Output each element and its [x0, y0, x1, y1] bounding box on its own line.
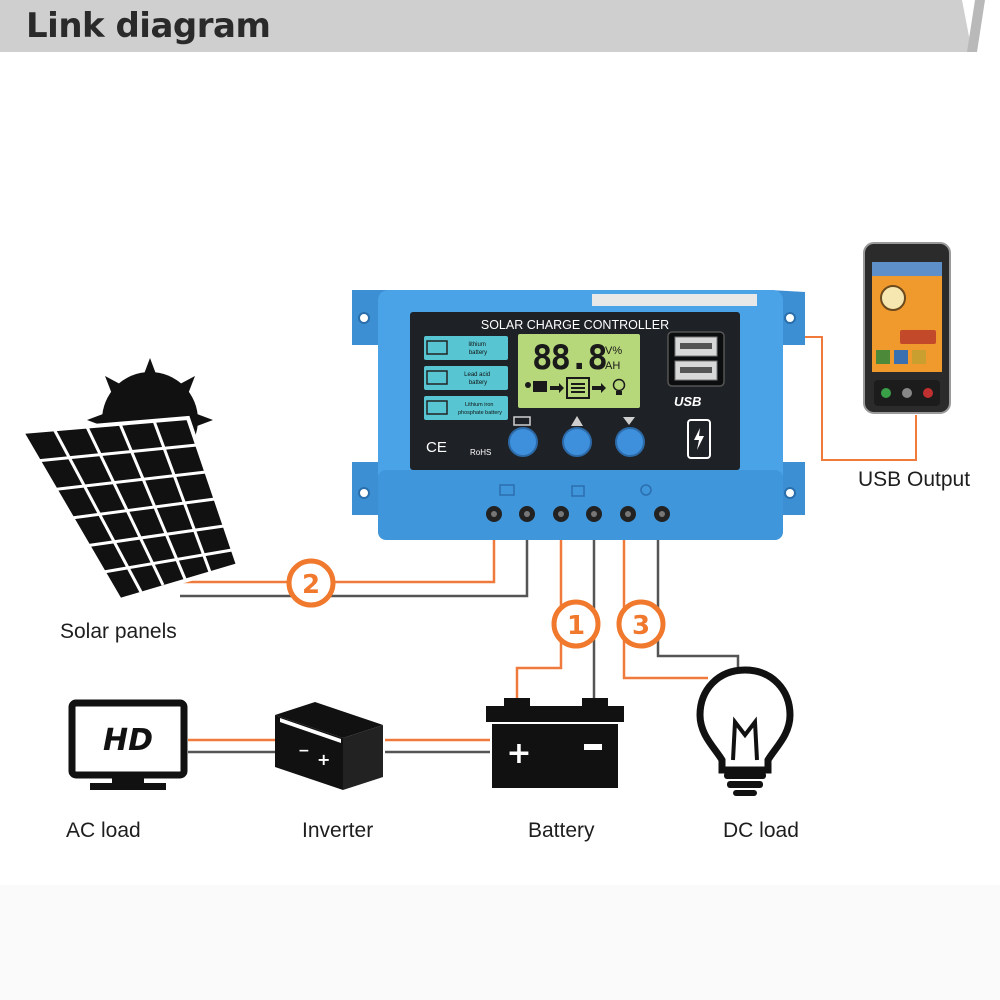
- terminal-screws: [486, 506, 670, 522]
- solar-panel-icon: [18, 358, 241, 603]
- svg-text:lithium battery: lithium battery: [468, 342, 487, 356]
- battery-type-2-line2: battery: [469, 380, 487, 386]
- lcd-solar-icon: [525, 381, 547, 392]
- lcd-bulb-icon: [612, 378, 626, 395]
- usb-ports: [667, 331, 725, 387]
- down-button[interactable]: [615, 427, 645, 457]
- label-dc-load: DC load: [723, 819, 799, 842]
- light-bulb-icon: [696, 666, 794, 796]
- menu-icon: [513, 416, 531, 426]
- battery-type-2-line1: Lead acid: [464, 372, 490, 378]
- up-arrow-icon: [571, 416, 583, 426]
- controller-name: SOLAR CHARGE CONTROLLER: [481, 318, 669, 332]
- badge-1: 1: [551, 599, 601, 649]
- battery-type-labels: lithium battery Lead acid battery Lithiu…: [424, 336, 508, 420]
- header-background: [0, 0, 1000, 52]
- badge-2-number: 2: [302, 570, 320, 600]
- badge-1-number: 1: [567, 611, 585, 641]
- svg-text:−: −: [298, 743, 310, 759]
- controller-buttons: [508, 416, 645, 457]
- battery-type-3-line1: Lithium iron: [465, 402, 493, 408]
- battery-type-1-line2: battery: [469, 350, 487, 356]
- mobile-phone-icon: [863, 242, 951, 414]
- wire-solar-positive: [180, 520, 496, 584]
- battery-type-3-line2: phosphate battery: [458, 410, 502, 416]
- battery-icon: +: [486, 698, 624, 788]
- lcd-display: 88.8 V% AH: [518, 334, 640, 408]
- menu-button[interactable]: [508, 427, 538, 457]
- lcd-unit-top: V%: [605, 345, 622, 357]
- battery-type-1-line1: lithium: [468, 342, 485, 348]
- svg-text:Lithium iron phosphate: Lithium iron phosphate battery: [458, 402, 502, 416]
- wire-load-positive: [622, 520, 708, 680]
- lcd-digits: 88.8: [532, 338, 606, 378]
- bottom-band: [0, 885, 1000, 1000]
- up-button[interactable]: [562, 427, 592, 457]
- page-title: Link diagram: [26, 6, 271, 46]
- inverter-icon: − +: [275, 702, 383, 790]
- down-arrow-icon: [623, 417, 635, 425]
- badge-3: 3: [616, 599, 666, 649]
- svg-text:+: +: [506, 736, 531, 771]
- label-battery: Battery: [528, 819, 595, 842]
- label-usb-output: USB Output: [858, 468, 970, 491]
- hd-text: HD: [103, 723, 153, 758]
- monitor-icon: HD: [68, 699, 188, 790]
- ce-mark: CE: [426, 439, 447, 456]
- phone-charge-icon: [687, 419, 711, 459]
- rohs-mark: RoHS: [470, 448, 491, 457]
- terminal-symbols: [499, 484, 652, 497]
- label-solar-panels: Solar panels: [60, 620, 177, 643]
- wire-load-negative: [656, 520, 740, 668]
- label-inverter: Inverter: [302, 819, 373, 842]
- charge-controller: SOLAR CHARGE CONTROLLER lithium battery …: [352, 290, 805, 540]
- wire-battery-positive: [515, 520, 563, 700]
- lcd-arrow-icon: [550, 383, 564, 393]
- label-ac-load: AC load: [66, 819, 141, 842]
- badge-2: 2: [286, 558, 336, 608]
- svg-text:+: +: [317, 750, 330, 769]
- header-banner: Link diagram: [0, 0, 1000, 52]
- svg-text:Lead acid battery: Lead acid battery: [464, 372, 492, 386]
- badge-3-number: 3: [632, 611, 650, 641]
- lcd-arrow-icon-2: [592, 383, 606, 393]
- usb-label: USB: [674, 394, 701, 409]
- lcd-battery-icon: [566, 377, 590, 399]
- lcd-unit-bottom: AH: [605, 360, 620, 372]
